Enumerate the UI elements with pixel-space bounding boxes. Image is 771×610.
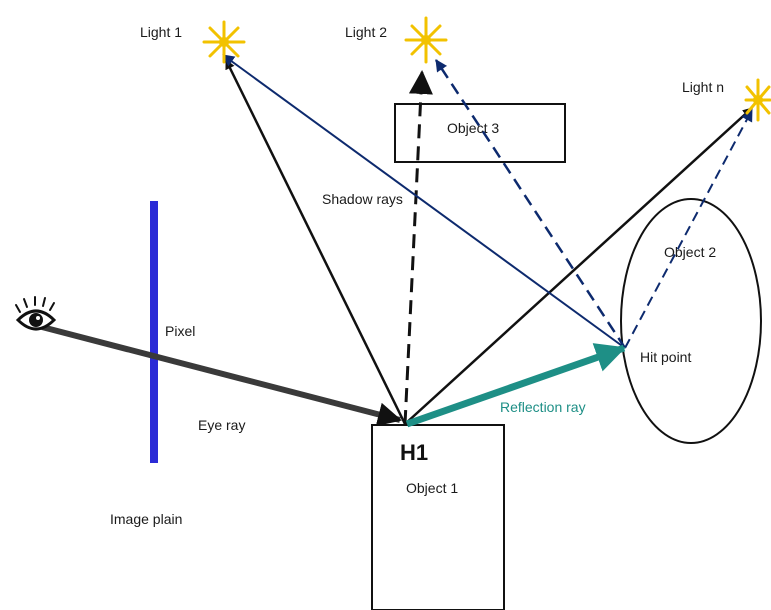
ray-h1-to-light2-dashed (403, 70, 433, 425)
light-n-sun-icon (744, 78, 771, 122)
eye-ray-label: Eye ray (198, 417, 245, 433)
ray-h1-to-lightn (404, 107, 753, 425)
reflection-ray-arrow (405, 343, 626, 428)
shadow-ray-hit-to-lightn-dashed (624, 109, 753, 349)
light-2-sun-icon (404, 16, 448, 64)
h1-label: H1 (400, 440, 428, 465)
object-3-box (394, 103, 566, 163)
light-n-label: Light n (682, 79, 724, 95)
ray-h1-to-light1 (224, 59, 407, 425)
object-3-label: Object 3 (447, 120, 499, 136)
image-plain-label: Image plain (110, 511, 182, 527)
light-1-label: Light 1 (140, 24, 182, 40)
shadow-ray-hit-to-light1 (222, 54, 626, 349)
eye-icon (15, 296, 57, 331)
hit-point-label: Hit point (640, 349, 691, 365)
object-1-box (371, 424, 505, 610)
reflection-ray-label: Reflection ray (500, 399, 586, 415)
shadow-rays-label: Shadow rays (322, 191, 403, 207)
eye-ray-arrow (41, 324, 402, 427)
pixel-label: Pixel (165, 323, 195, 339)
shadow-ray-hit-to-light2-dashed (434, 59, 627, 349)
light-2-label: Light 2 (345, 24, 387, 40)
light-1-sun-icon (202, 20, 246, 64)
object-2-label: Object 2 (664, 244, 716, 260)
object-1-label: Object 1 (406, 480, 458, 496)
image-plane-bar (150, 201, 158, 463)
object-2-ellipse (620, 198, 762, 444)
